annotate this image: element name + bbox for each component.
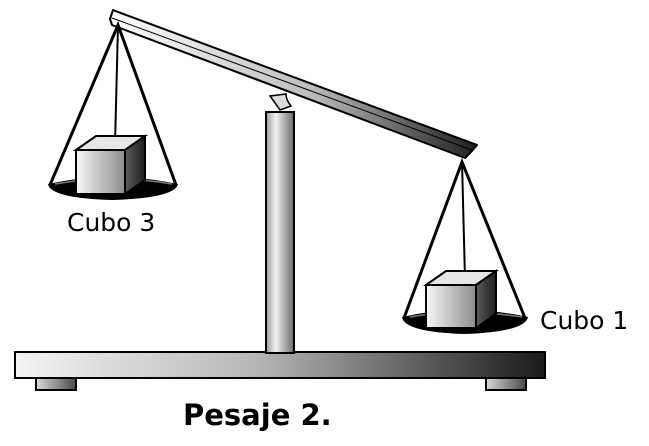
- left-pan-label: Cubo 3: [67, 208, 156, 237]
- cube-3: [72, 134, 149, 196]
- cube-1: [422, 269, 500, 330]
- support-post: [265, 111, 295, 354]
- pivot-bracket: [268, 93, 293, 111]
- balance-beam: [109, 9, 478, 159]
- left-pan: [48, 20, 178, 200]
- right-pan: [402, 157, 528, 334]
- figure-caption: Pesaje 2.: [183, 398, 332, 432]
- right-pan-label: Cubo 1: [540, 306, 629, 335]
- base-plate: [14, 351, 546, 379]
